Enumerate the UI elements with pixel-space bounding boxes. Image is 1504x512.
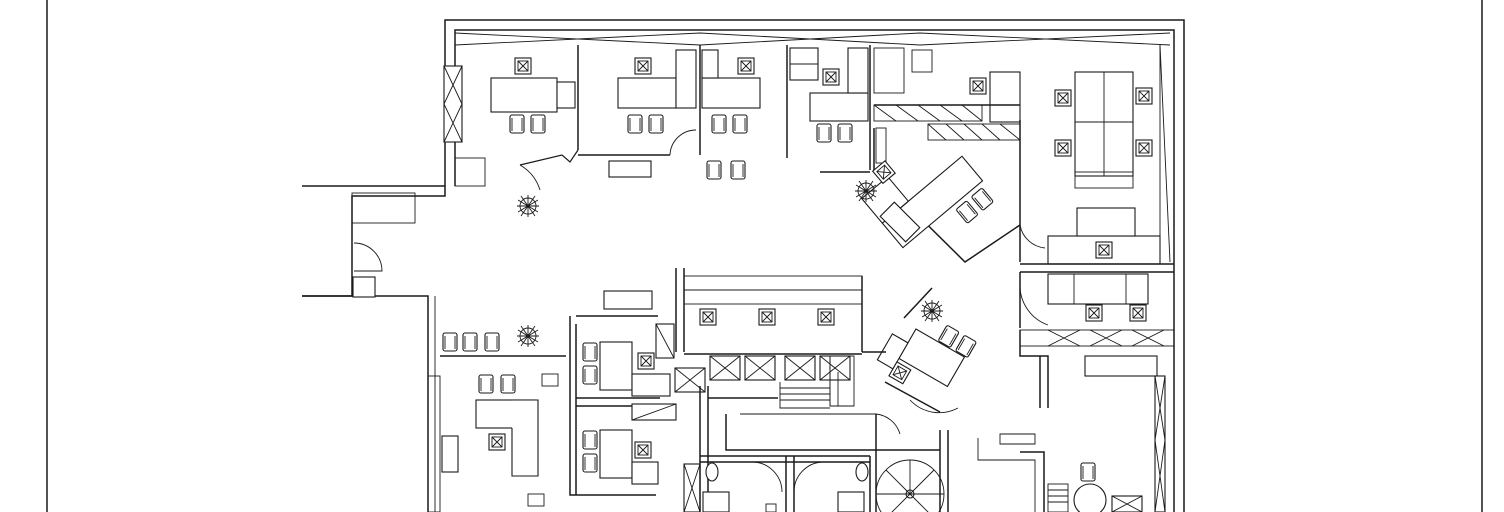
right-rooms <box>977 272 1175 512</box>
corner-office <box>854 47 1046 263</box>
entry-vestibule <box>302 157 486 512</box>
lower-left-room <box>427 332 566 512</box>
spiral-stair <box>875 459 945 512</box>
central-partitions <box>829 351 886 407</box>
open-plan-area <box>516 194 978 414</box>
center-storage-block <box>674 268 863 409</box>
exterior-walls <box>443 19 1185 512</box>
restrooms <box>699 386 949 512</box>
conference-room <box>1020 71 1174 273</box>
sheet-frame <box>46 0 1483 512</box>
workstation-block <box>569 290 701 512</box>
top-offices <box>490 45 871 191</box>
